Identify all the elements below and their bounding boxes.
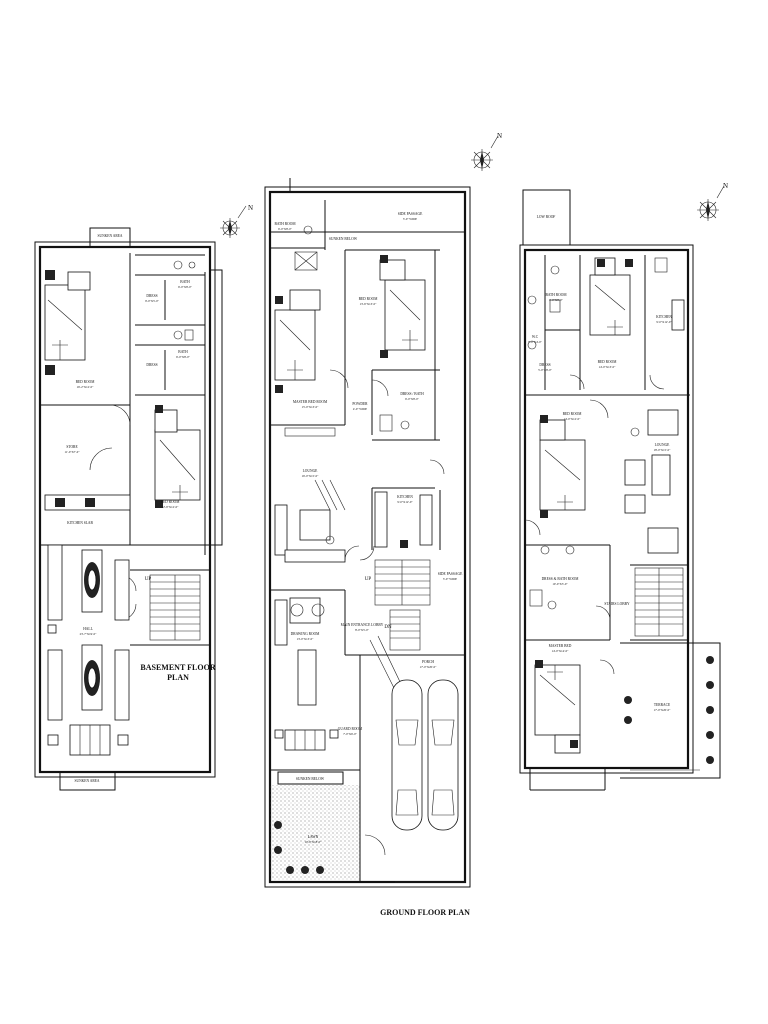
ground-side-mid-label: SIDE PASSAGE	[438, 572, 463, 576]
first-dress-label: DRESS	[539, 363, 550, 367]
porch-car-right	[427, 679, 459, 831]
ground-lawn-dim: 10'-0"X18'-0"	[305, 840, 322, 844]
basement-bath1-label: BATH	[180, 280, 190, 284]
ground-side-top-dim: 3'-0" WIDE	[403, 217, 417, 221]
ground-master-label: MASTER BED ROOM	[293, 400, 328, 404]
basement-store-dim: 11'-0"X7'-0"	[64, 450, 80, 454]
ground-dress-label: DRESS / BATH	[400, 392, 424, 396]
basement-north-label: N	[248, 204, 253, 212]
basement-bed2-label: BED ROOM	[161, 500, 181, 504]
ground-master-dim: 15'-0"X13'-0"	[302, 405, 319, 409]
ground-powder-dim: 4'-0" WIDE	[353, 407, 367, 411]
ground-sunken-label: SUNKEN BELOW	[329, 237, 358, 241]
basement-bath1-dim: 6'-0"X8'-0"	[178, 285, 192, 289]
basement-title-line2: PLAN	[167, 673, 189, 682]
ground-kitchen-dim: 9'-0"X12'-0"	[397, 500, 413, 504]
basement-title-line1: BASEMENT FLOOR	[140, 663, 215, 672]
basement-sunken-top-label: SUNKEN AREA	[97, 234, 122, 238]
first-master-dim: 14'-0"X14'-0"	[552, 649, 569, 653]
porch-car-left	[391, 679, 423, 831]
ground-guard-label: GUARD ROOM	[338, 727, 363, 731]
ground-side-top-label: SIDE PASSAGE	[398, 212, 423, 216]
first-bed-mid-label: BED ROOM	[563, 412, 583, 416]
basement-kitchen-label: KITCHEN SLAB	[67, 521, 93, 525]
basement-bath2-dim: 6'-0"X8'-0"	[176, 355, 190, 359]
first-wc-label: W.C	[532, 335, 539, 339]
ground-dn-label: DN	[384, 625, 392, 630]
ground-porch-label: PORCH	[422, 660, 434, 664]
basement-dress1-label: DRESS	[146, 294, 157, 298]
ground-dress-dim: 6'-0"X8'-0"	[405, 397, 419, 401]
basement-bed1-label: BED ROOM	[76, 380, 96, 384]
ground-kitchen-label: KITCHEN	[397, 495, 413, 499]
basement-dress1-dim: 9'-0"X5'-0"	[145, 299, 159, 303]
first-lounge-dim: 18'-0"X15'-0"	[654, 448, 671, 452]
first-lowroof-label: LOW ROOF	[537, 215, 556, 219]
first-north-label: N	[723, 182, 728, 190]
ground-lounge-dim: 16'-0"X15'-0"	[302, 474, 319, 478]
ground-title: GROUND FLOOR PLAN	[380, 908, 470, 917]
first-master-label: MASTER BED	[549, 644, 572, 648]
ground-bed-label: BED ROOM	[359, 297, 379, 301]
first-bath-a-dim: 6'-0"X8'-0"	[549, 298, 563, 302]
ground-side-mid-dim: 3'-0" WIDE	[443, 577, 457, 581]
first-terrace-label: TERRACE	[654, 703, 671, 707]
basement-hall-label: HALL	[83, 627, 93, 631]
ground-powder-label: POWDER	[352, 402, 368, 406]
first-wc-dim: 5'-0"X4'-0"	[528, 340, 542, 344]
first-dress-dim: 5'-0"X8'-0"	[538, 368, 552, 372]
ground-bed-dim: 13'-6"X13'-0"	[360, 302, 377, 306]
basement-bath2-label: BATH	[178, 350, 188, 354]
first-dress-bath-label: DRESS & BATH ROOM	[542, 577, 580, 581]
ground-drawing-dim: 13'-0"X13'-0"	[297, 637, 314, 641]
ground-lounge-label: LOUNGE	[303, 469, 319, 473]
basement-hall-dim: 23'-7"X19'-0"	[80, 632, 97, 636]
ground-bath-dim: 6'-0"X8'-0"	[278, 227, 292, 231]
first-bath-a-label: BATH ROOM	[545, 293, 567, 297]
first-kitchen-dim: 9'-0"X12'-0"	[656, 320, 672, 324]
first-terrace-dim: 17'-0"X20'-0"	[654, 708, 671, 712]
ground-drawing-label: DRAWING ROOM	[291, 632, 321, 636]
lawn-hatch	[270, 785, 360, 880]
terrace-plants	[624, 656, 714, 764]
basement-up-label: UP	[145, 577, 152, 582]
ground-north-compass: N	[471, 132, 502, 171]
ground-lobby-label: MAIN ENTRANCE LOBBY	[341, 623, 384, 627]
first-floor-plan: LOW ROOF BATH ROOM 6'-0"X8'-0" KITCHEN 9…	[519, 182, 728, 791]
ground-lobby-dim: 8'-0"X5'-0"	[355, 628, 369, 632]
basement-store-label: STORE	[66, 445, 78, 449]
first-north-compass: N	[697, 182, 728, 221]
ground-floor-plan: SIDE PASSAGE 3'-0" WIDE BATH ROOM 6'-0"X…	[264, 132, 502, 917]
first-bed-top-dim: 14'-0"X13'-0"	[599, 365, 616, 369]
ground-sunken2-label: SUNKEN BELOW	[296, 777, 325, 781]
ground-lawn-label: LAWN	[308, 835, 319, 839]
first-stair-lobby-label: STAIRS LOBBY	[604, 602, 630, 606]
ground-bath-label: BATH ROOM	[274, 222, 296, 226]
first-bed-mid-dim: 14'-0"X12'-0"	[564, 417, 581, 421]
basement-north-compass: N	[220, 204, 253, 238]
basement-floor-plan: SUNKEN AREA DRESS 9'-0"X5'-0" BATH 6'-0"…	[34, 204, 253, 791]
basement-dress2-label: DRESS	[146, 363, 157, 367]
ground-outer-wall	[268, 190, 467, 884]
first-dress-bath-dim: 10'-0"X5'-0"	[552, 582, 568, 586]
ground-north-label: N	[497, 132, 502, 140]
first-bed-top-label: BED ROOM	[598, 360, 618, 364]
ground-guard-dim: 7'-0"X6'-0"	[343, 732, 357, 736]
ground-up-label: UP	[365, 577, 372, 582]
first-kitchen-label: KITCHEN	[656, 315, 672, 319]
basement-sunken-bottom-label: SUNKEN AREA	[74, 779, 99, 783]
ground-porch-dim: 17'-0"X20'-0"	[420, 665, 437, 669]
first-outer-wall	[523, 248, 690, 770]
basement-bed1-dim: 16'-2"X12'-0"	[77, 385, 94, 389]
first-lounge-label: LOUNGE	[655, 443, 671, 447]
basement-bed2-dim: 12'-9"X12'-0"	[162, 505, 179, 509]
